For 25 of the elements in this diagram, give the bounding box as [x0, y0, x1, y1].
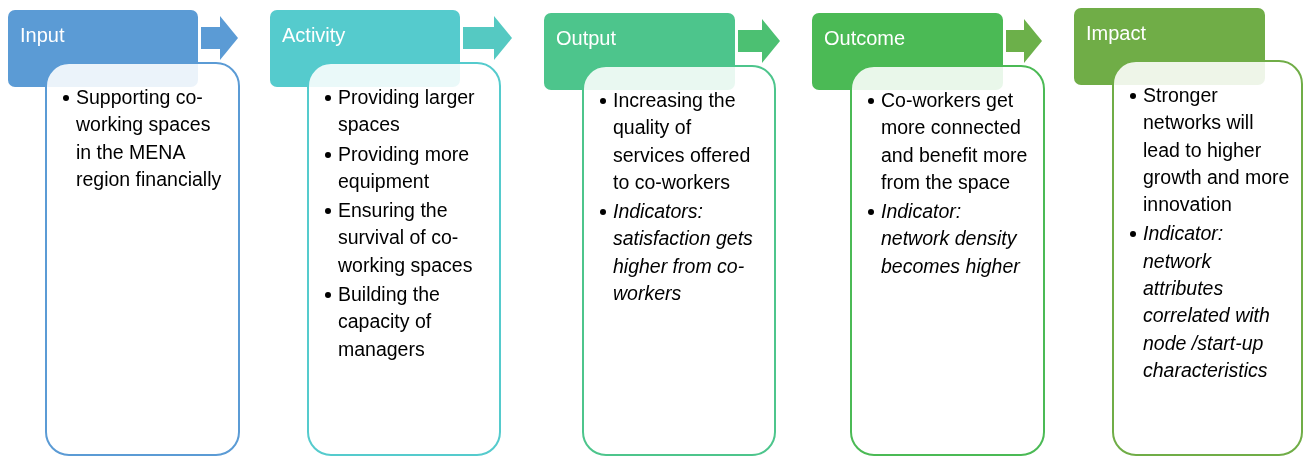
bullet-text: Providing larger spaces: [338, 86, 475, 136]
bullet-text: Supporting co-working spaces in the MENA region financially: [76, 86, 222, 190]
stage-card: [1112, 60, 1303, 456]
arrow: [201, 16, 238, 60]
stage-card: [850, 65, 1045, 456]
stage-title: Activity: [282, 24, 346, 47]
bullet-text: Increasing the quality of services offered to co-workers: [613, 89, 751, 193]
stage-title: Outcome: [824, 27, 906, 50]
stage-title: Impact: [1086, 22, 1147, 45]
bullet-text: Indicator: network attributes correlated with node /start-up characteristics: [1143, 222, 1270, 381]
arrow: [738, 19, 780, 63]
bullet-text: Co-workers get more connected and benefit more from the space: [881, 89, 1028, 193]
arrow: [463, 16, 512, 60]
bullet-text: Providing more equipment: [338, 142, 470, 192]
stage-title: Input: [20, 24, 65, 47]
bullet-text: Stronger networks will lead to higher growth and more innovation: [1143, 84, 1290, 216]
bullet-text: Building the capacity of managers: [338, 283, 440, 360]
stage-card: [45, 62, 240, 456]
stage-card: [582, 65, 776, 456]
bullet-text: Indicators: satisfaction gets higher from co-workers: [613, 200, 753, 305]
stage-card: [307, 62, 501, 456]
stage-title: Output: [556, 27, 617, 50]
arrow: [1006, 19, 1042, 63]
bullet-text: Ensuring the survival of co-working spaces: [338, 199, 473, 276]
bullet-text: Indicator: network density becomes higher: [881, 200, 1020, 277]
